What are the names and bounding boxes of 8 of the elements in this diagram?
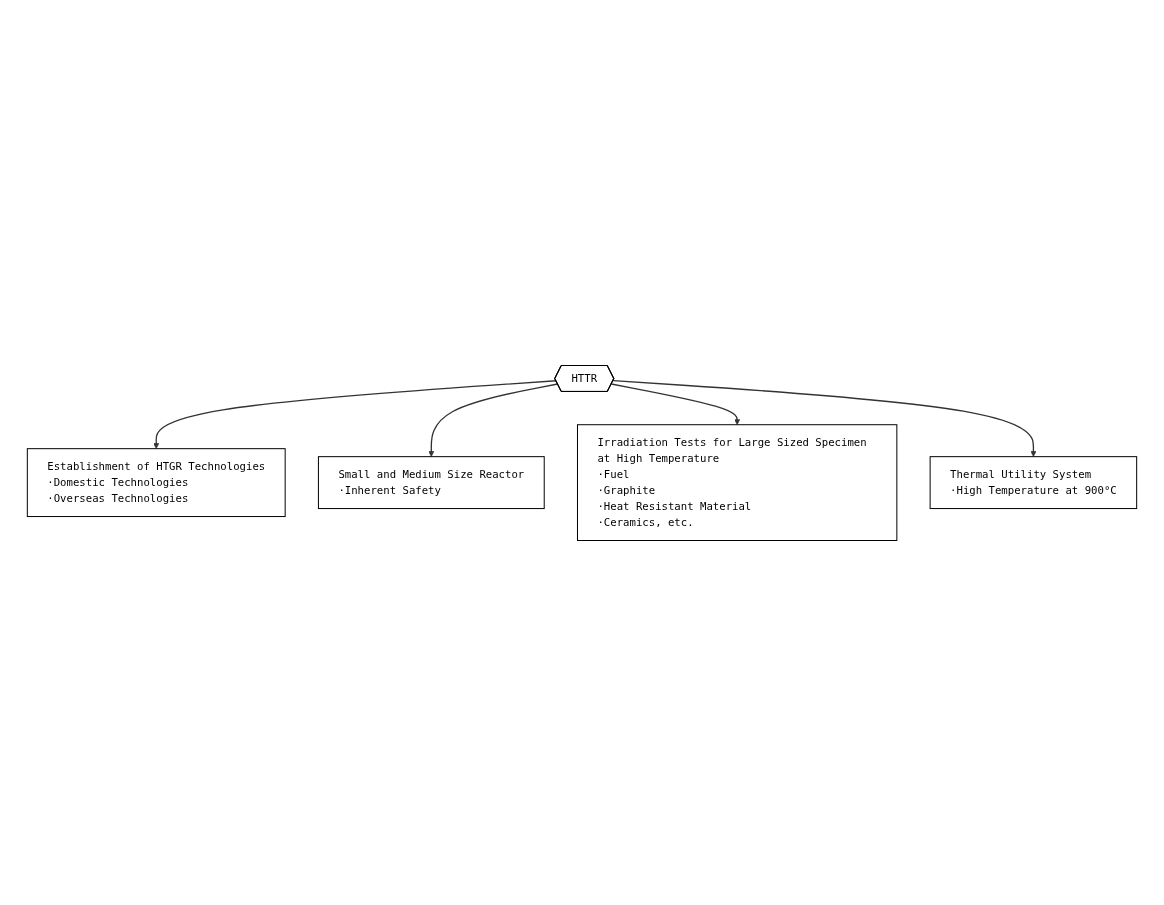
node-box: Small and Medium Size Reactor ·Inherent Safety [317,455,545,509]
arrow [610,382,741,425]
node-box: Establishment of HTGR Technologies ·Domestic Technologies ·Overseas Technologies [26,447,286,517]
arrow [612,379,1037,457]
arrow [428,382,559,457]
node-box: Irradiation Tests for Large Sized Specimen at High Temperature ·Fuel ·Graphite ·Heat Resistant Material ·Ceramics, etc. [577,423,898,541]
arrow [153,379,557,449]
node-box: Thermal Utility System ·High Temperature at 900°C [929,455,1138,509]
